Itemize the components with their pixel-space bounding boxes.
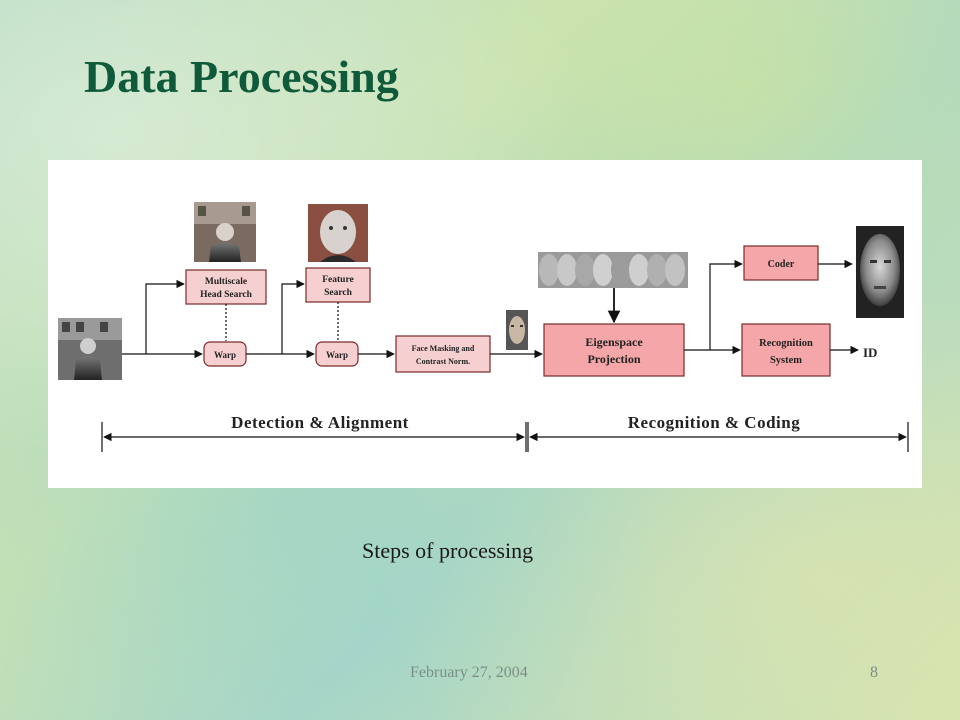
cropped-face-icon [506, 310, 528, 350]
eigenfaces-strip-icon [538, 252, 688, 288]
output-id-label: ID [863, 345, 877, 360]
footer-date: February 27, 2004 [410, 664, 528, 681]
recognition-label-1: Recognition [759, 338, 813, 349]
eigenspace-label-2: Projection [587, 352, 640, 366]
feature-search-box: Feature Search [305, 267, 371, 303]
coder-box: Coder [743, 245, 819, 281]
head-search-photo-icon [194, 202, 256, 262]
connector-lines [122, 259, 859, 359]
eigenspace-label-1: Eigenspace [585, 335, 643, 349]
diagram-canvas: Multiscale Head Search Feature Search Wa… [58, 202, 909, 452]
head-search-box: Multiscale Head Search [185, 269, 267, 305]
figure-caption: Steps of processing [362, 538, 534, 563]
recognition-stage-label: Recognition & Coding [628, 413, 800, 432]
feature-search-photo-icon [308, 204, 368, 262]
face-masking-box: Face Masking and Contrast Norm. [395, 335, 491, 373]
processing-diagram: Multiscale Head Search Feature Search Wa… [48, 160, 922, 488]
detection-stage-label: Detection & Alignment [231, 413, 409, 432]
feature-search-label-1: Feature [322, 275, 353, 285]
warp-box-1: Warp [203, 341, 247, 367]
slide-title: Data Processing [84, 51, 399, 102]
warp-1-label: Warp [214, 350, 236, 360]
recognition-label-2: System [770, 355, 802, 366]
page-number: 8 [870, 664, 878, 681]
stage-span-arrows [101, 422, 909, 452]
eigenspace-box: Eigenspace Projection [543, 323, 685, 377]
face-masking-label-1: Face Masking and [412, 344, 475, 353]
recognition-box: Recognition System [741, 323, 831, 377]
warp-box-2: Warp [315, 341, 359, 367]
reconstructed-face-icon [856, 226, 904, 318]
warp-2-label: Warp [326, 350, 348, 360]
coder-label: Coder [768, 259, 795, 270]
feature-search-label-2: Search [324, 288, 353, 298]
face-masking-label-2: Contrast Norm. [416, 357, 470, 366]
input-photo-icon [58, 318, 122, 380]
head-search-label-2: Head Search [200, 290, 253, 300]
head-search-label-1: Multiscale [205, 277, 247, 287]
